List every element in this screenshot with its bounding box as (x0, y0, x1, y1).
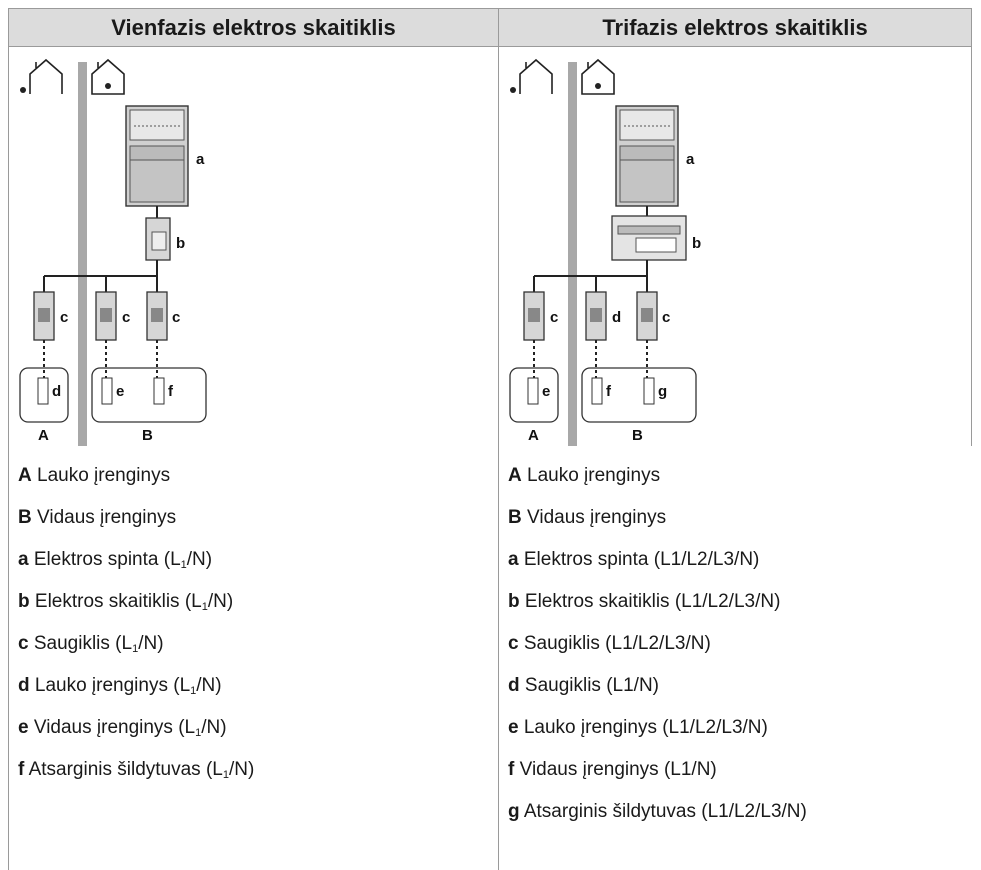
legend-item: d Lauko įrenginys (L1/N) (18, 675, 222, 698)
diagram-label: f (606, 383, 612, 400)
header-single-phase: Vienfazis elektros skaitiklis (8, 8, 499, 47)
legend-item: a Elektros spinta (L1/N) (18, 549, 213, 572)
indoor-unit-group (91, 367, 207, 423)
legend-item: a Elektros spinta (L1/L2/L3/N) (508, 549, 760, 570)
diagram-label: e (116, 383, 124, 400)
legend-item: f Vidaus įrenginys (L1/N) (508, 759, 717, 780)
diagram-label: a (196, 151, 205, 168)
single-phase-diagram: a b c c c (19, 58, 207, 446)
diagram-label: c (122, 309, 130, 326)
table-right-border (971, 46, 972, 446)
diagram-label: b (692, 235, 701, 252)
diagram-label: A (528, 427, 539, 444)
diagram-label: a (686, 151, 695, 168)
header-three-phase: Trifazis elektros skaitiklis (498, 8, 972, 47)
wall-divider (78, 62, 87, 446)
indoor-dot-icon (595, 83, 601, 89)
electric-meter-icon (145, 217, 171, 261)
electrical-cabinet-icon (125, 105, 189, 207)
fuse-icon (95, 291, 117, 341)
legend-three-phase: A Lauko įrenginys B Vidaus įrenginys a E… (508, 466, 807, 844)
indoor-house-icon (581, 58, 615, 95)
legend-item: b Elektros skaitiklis (L1/L2/L3/N) (508, 591, 781, 612)
unit-icon (101, 377, 113, 405)
outdoor-dot-icon (20, 87, 26, 93)
diagram-label: B (632, 427, 643, 444)
diagram-label: c (662, 309, 670, 326)
electrical-cabinet-icon (615, 105, 679, 207)
diagram-label: c (172, 309, 180, 326)
table-left-border (8, 46, 9, 870)
indoor-unit-group (581, 367, 697, 423)
fuse-icon (636, 291, 658, 341)
indoor-dot-icon (105, 83, 111, 89)
outdoor-house-icon (29, 58, 63, 94)
legend-item: A Lauko įrenginys (508, 465, 661, 486)
three-phase-diagram: a b c d c e (509, 58, 701, 446)
legend-item: g Atsarginis šildytuvas (L1/L2/L3/N) (508, 801, 807, 822)
outdoor-unit-group (509, 367, 559, 423)
comparison-table: Vienfazis elektros skaitiklis Trifazis e… (8, 8, 972, 870)
legend-item: d Saugiklis (L1/N) (508, 675, 659, 696)
diagram-label: f (168, 383, 174, 400)
fuse-icon (585, 291, 607, 341)
legend-item: f Atsarginis šildytuvas (L1/N) (18, 759, 255, 782)
diagram-label: d (52, 383, 61, 400)
unit-icon (153, 377, 165, 405)
legend-item: c Saugiklis (L1/L2/L3/N) (508, 633, 711, 654)
unit-icon (37, 377, 49, 405)
wall-divider (568, 62, 577, 446)
electric-meter-icon (611, 215, 687, 261)
legend-item: b Elektros skaitiklis (L1/N) (18, 591, 234, 614)
diagram-label: d (612, 309, 621, 326)
diagram-label: B (142, 427, 153, 444)
diagram-label: g (658, 383, 667, 400)
legend-item: e Vidaus įrenginys (L1/N) (18, 717, 227, 740)
fuse-icon (33, 291, 55, 341)
fuse-icon (146, 291, 168, 341)
diagram-label: c (550, 309, 558, 326)
legend-item: e Lauko įrenginys (L1/L2/L3/N) (508, 717, 768, 738)
legend-item: c Saugiklis (L1/N) (18, 633, 164, 656)
legend-item: A Lauko įrenginys (18, 465, 171, 486)
legend-item: B Vidaus įrenginys (508, 507, 667, 528)
fuse-icon (523, 291, 545, 341)
diagram-label: b (176, 235, 185, 252)
outdoor-dot-icon (510, 87, 516, 93)
diagram-label: e (542, 383, 550, 400)
unit-icon (643, 377, 655, 405)
unit-icon (527, 377, 539, 405)
diagram-label: c (60, 309, 68, 326)
indoor-house-icon (91, 58, 125, 95)
table-middle-border (498, 46, 499, 870)
outdoor-house-icon (519, 58, 553, 94)
legend-single-phase: A Lauko įrenginys B Vidaus įrenginys a E… (18, 466, 254, 802)
outdoor-unit-group (19, 367, 69, 423)
legend-item: B Vidaus įrenginys (18, 507, 177, 528)
diagram-label: A (38, 427, 49, 444)
unit-icon (591, 377, 603, 405)
